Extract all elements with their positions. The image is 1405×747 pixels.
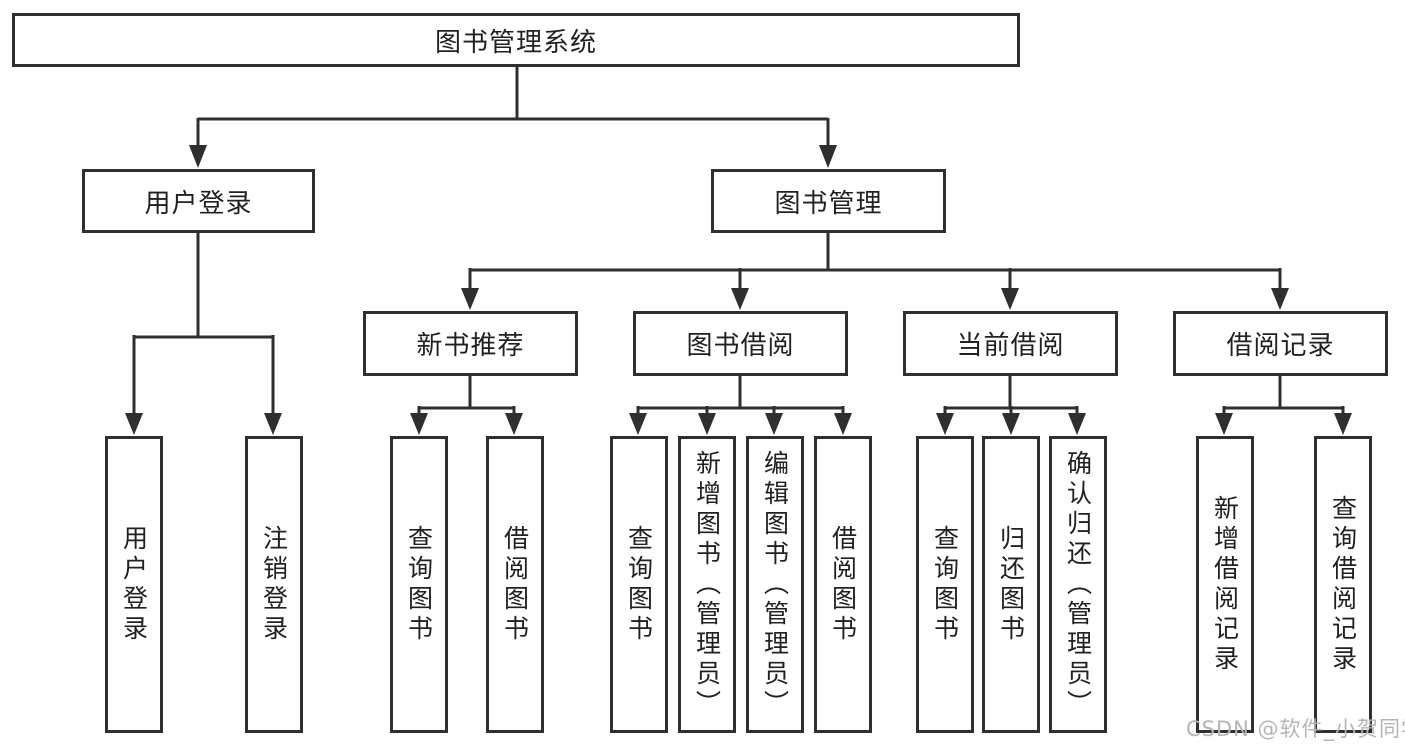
leaf-label: 注销登录 [259,524,289,645]
leaf-label: 查询图书 [930,524,960,645]
leaf-return-book: 归还图书 [982,436,1040,733]
leaf-user-login: 用户登录 [105,436,163,733]
node-label: 借阅记录 [1226,331,1335,361]
node-book-management: 图书管理 [711,169,946,233]
watermark: CSDN @软件_小贺同学 [1186,717,1405,741]
leaf-query-books-current: 查询图书 [916,436,974,733]
node-root-system: 图书管理系统 [12,13,1020,67]
arrowheads [125,145,1352,435]
leaf-borrow-books: 借阅图书 [814,436,872,733]
node-label: 用户登录 [144,188,253,219]
leaf-label: 查询借阅记录 [1328,494,1358,675]
leaf-label: 借阅图书 [500,524,530,645]
leaf-label: 新增借阅记录 [1210,494,1240,675]
leaf-borrow-books-recommend: 借阅图书 [486,436,544,733]
node-label: 当前借阅 [956,331,1065,361]
leaf-confirm-return-admin: 确认归还（管理员） [1049,436,1107,733]
leaf-query-books-recommend: 查询图书 [390,436,448,733]
leaf-query-books-borrow: 查询图书 [610,436,668,733]
leaf-add-book-admin: 新增图书（管理员） [678,436,736,733]
node-new-book-recommend: 新书推荐 [363,311,578,376]
node-label: 图书管理 [774,188,883,219]
leaf-label: 归还图书 [996,524,1026,645]
node-label: 图书管理系统 [434,27,597,58]
node-current-borrow: 当前借阅 [903,311,1118,376]
leaf-label: 查询图书 [404,524,434,645]
node-borrow-records: 借阅记录 [1173,311,1388,376]
leaf-label: 确认归还（管理员） [1063,449,1093,720]
leaf-edit-book-admin: 编辑图书（管理员） [746,436,804,733]
leaf-add-borrow-record: 新增借阅记录 [1196,436,1254,733]
leaf-label: 用户登录 [119,524,149,645]
leaf-logout: 注销登录 [245,436,303,733]
node-label: 新书推荐 [416,331,525,361]
leaf-label: 借阅图书 [828,524,858,645]
leaf-label: 查询图书 [624,524,654,645]
node-label: 图书借阅 [686,331,795,361]
leaf-label: 编辑图书（管理员） [760,449,790,720]
leaf-query-borrow-record: 查询借阅记录 [1314,436,1372,733]
node-user-login: 用户登录 [82,169,315,233]
node-book-borrow: 图书借阅 [633,311,848,376]
leaf-label: 新增图书（管理员） [692,449,722,720]
